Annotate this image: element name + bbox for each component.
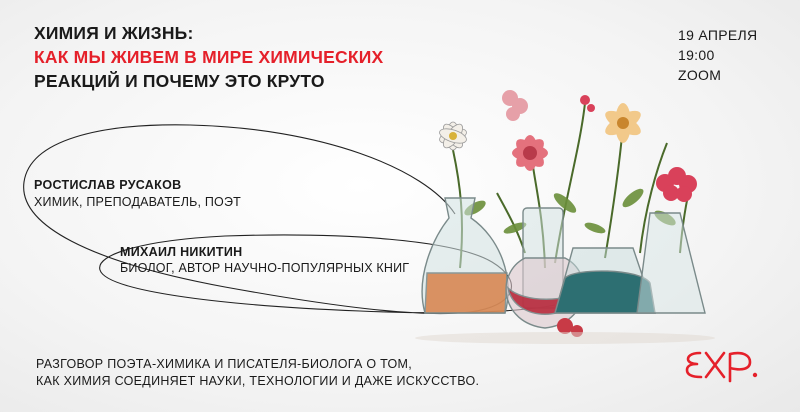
event-time: 19:00 (678, 47, 715, 63)
title-line-2-accent: как мы живем в мире химических (34, 47, 384, 67)
flowers-in-flasks-illustration (415, 90, 715, 344)
event-date: 19 апреля (678, 27, 758, 43)
title-line-1: Химия и жизнь: (34, 23, 194, 43)
speaker-2-name: Михаил Никитин (120, 245, 243, 259)
white-flower (439, 121, 467, 151)
description-line-2: как химия соединяет науки, технологии и … (36, 374, 480, 388)
event-platform: ZOOM (678, 67, 722, 83)
title-line-3: реакций и почему это круто (34, 71, 325, 91)
description-line-1: Разговор поэта-химика и писателя-биолога… (36, 357, 413, 371)
exp-logo (685, 351, 758, 383)
speaker-2-role: Биолог, автор научно-популярных книг (120, 261, 410, 275)
speaker-1-role: Химик, преподаватель, поэт (34, 195, 241, 209)
speaker-1-name: Ростислав Русаков (34, 178, 182, 192)
